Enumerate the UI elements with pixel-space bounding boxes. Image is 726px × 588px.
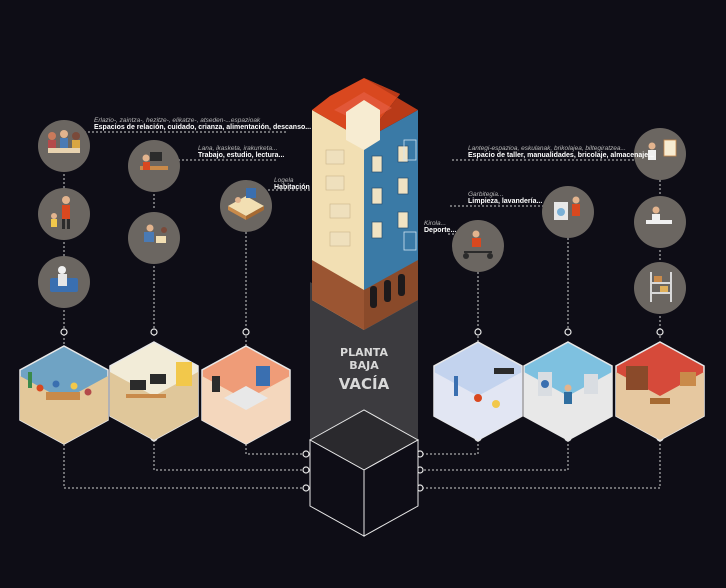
crafts-icon	[634, 196, 686, 248]
circle-icons-left	[38, 120, 272, 308]
house-illustration	[312, 78, 418, 330]
gym-icon	[452, 220, 504, 272]
room-hex-habitacion	[201, 345, 291, 445]
circle-icons-right	[452, 128, 686, 314]
label-taller-eu: Lantegi-espazioa, eskulanak, brikolajea,…	[468, 145, 626, 152]
reading-icon	[128, 212, 180, 264]
label-relacion-es: Espacios de relación, cuidado, crianza, …	[94, 124, 312, 132]
room-hex-limpieza	[523, 341, 613, 441]
label-deporte-es: Deporte...	[424, 227, 457, 235]
label-taller: Lantegi-espazioa, eskulanak, brikolajea,…	[468, 145, 654, 161]
hexagon-rooms	[19, 341, 705, 445]
ground-floor-line3: VACÍA	[338, 375, 390, 393]
room-hex-deporte	[433, 341, 523, 441]
elderly-icon	[38, 256, 90, 308]
room-hex-relacion	[19, 345, 109, 445]
empty-ground-floor-volume	[308, 282, 420, 537]
child-care-icon	[38, 188, 90, 240]
painter-easel-icon	[634, 128, 686, 180]
label-trabajo-es: Trabajo, estudio, lectura...	[198, 152, 285, 160]
label-deporte-eu: Kirola...	[424, 220, 447, 227]
label-deporte: Kirola... Deporte...	[424, 220, 456, 236]
family-table-icon	[38, 120, 90, 172]
room-hex-trabajo	[109, 341, 199, 441]
ground-floor-caption: PLANTA BAJA VACÍA	[314, 346, 414, 394]
room-hex-taller	[615, 341, 705, 441]
ground-floor-line1: PLANTA	[340, 346, 388, 359]
label-taller-es: Espacio de taller, manualidades, bricola…	[468, 152, 654, 160]
washing-machine-icon	[542, 186, 594, 238]
label-habitacion: Logela Habitación	[274, 177, 310, 193]
label-limpieza-es: Limpieza, lavandería...	[468, 198, 543, 206]
label-relacion: Erlazio-, zaintza-, hezitze-, elikatze-,…	[94, 117, 311, 133]
desk-work-icon	[128, 140, 180, 192]
label-habitacion-eu: Logela	[274, 177, 294, 184]
label-limpieza: Garbitegia... Limpieza, lavandería...	[468, 191, 542, 207]
label-limpieza-eu: Garbitegia...	[468, 191, 504, 198]
label-trabajo-eu: Lana, ikasketa, irakurketa...	[198, 145, 278, 152]
bed-icon	[220, 180, 272, 232]
shelving-icon	[634, 262, 686, 314]
ground-floor-line2: BAJA	[349, 359, 379, 372]
label-habitacion-es: Habitación	[274, 184, 310, 192]
label-relacion-eu: Erlazio-, zaintza-, hezitze-, elikatze-,…	[94, 117, 261, 124]
label-trabajo: Lana, ikasketa, irakurketa... Trabajo, e…	[198, 145, 284, 161]
